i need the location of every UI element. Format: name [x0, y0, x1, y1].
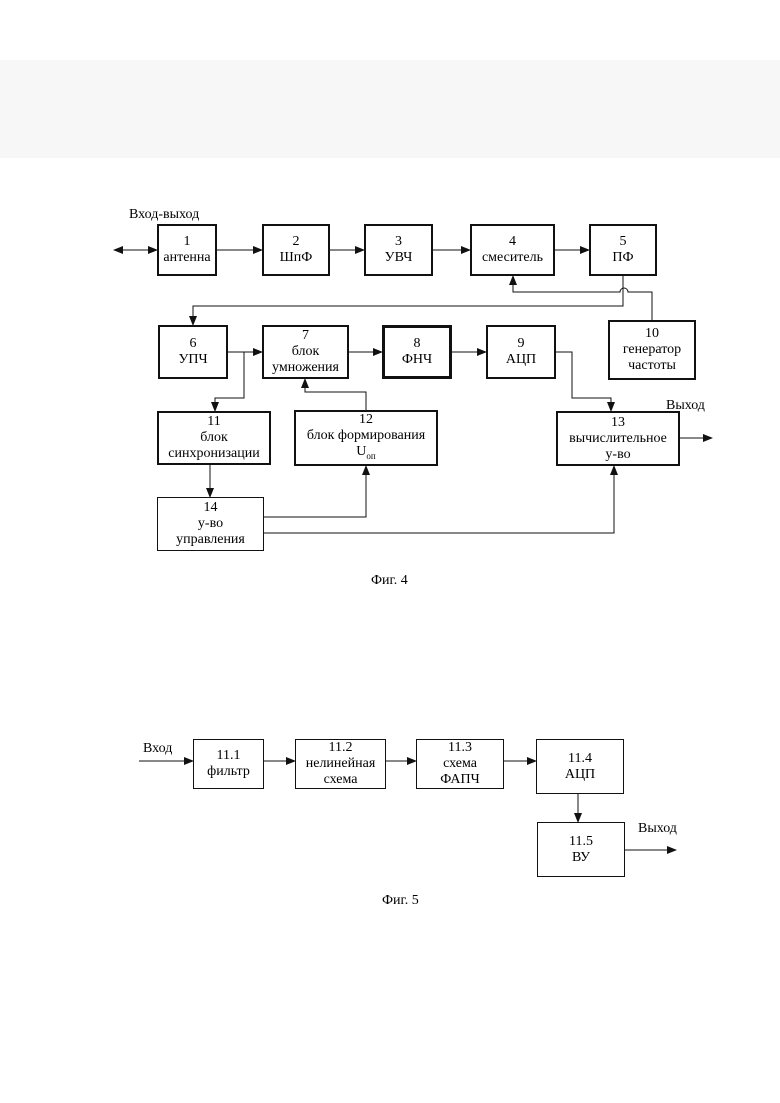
wire-10-4 [513, 276, 652, 320]
wire-12-7 [305, 379, 366, 410]
block-label: УВЧ [385, 250, 413, 266]
output-label: Выход [638, 821, 677, 837]
block-number: 13 [611, 415, 625, 431]
wire-14-12 [264, 466, 366, 517]
block-label: ШпФ [280, 250, 313, 266]
block-number: 8 [414, 336, 421, 352]
io-label: Вход-выход [129, 207, 199, 223]
voltage-symbol: U [356, 444, 366, 459]
block-antenna: 1 антенна [157, 224, 217, 276]
block-label: смеситель [482, 250, 543, 266]
block-label: фильтр [207, 764, 250, 780]
block-number: 12 [359, 412, 373, 428]
block-reference-voltage-former: 12 блок формирования Uоп [294, 410, 438, 466]
block-number: 11.1 [217, 748, 241, 764]
block-number: 14 [204, 500, 218, 516]
block-if-amplifier: 6 УПЧ [158, 325, 228, 379]
block-adc: 11.4 АЦП [536, 739, 624, 794]
block-number: 11.3 [448, 740, 472, 756]
block-label: генератор [623, 342, 681, 358]
block-number: 7 [302, 328, 309, 344]
block-label: умножения [272, 360, 339, 376]
block-number: 2 [293, 234, 300, 250]
block-filter: 11.1 фильтр [193, 739, 264, 789]
wire-9-13 [556, 352, 611, 411]
block-frequency-generator: 10 генератор частоты [608, 320, 696, 380]
block-label: УПЧ [178, 352, 207, 368]
block-label: частоты [628, 358, 676, 374]
block-number: 10 [645, 326, 659, 342]
block-adc: 9 АЦП [486, 325, 556, 379]
block-label: управления [176, 532, 245, 548]
block-number: 4 [509, 234, 516, 250]
block-multiplier: 7 блок умножения [262, 325, 349, 379]
figure-5-caption: Фиг. 5 [382, 893, 419, 909]
block-number: 3 [395, 234, 402, 250]
block-label: вычислительное [569, 431, 667, 447]
block-synchronization: 11 блок синхронизации [157, 411, 271, 465]
block-number: 11 [207, 414, 220, 430]
block-label: ВУ [572, 850, 590, 866]
block-label: схема [324, 772, 358, 788]
wire-14-13 [264, 466, 614, 533]
block-number: 11.5 [569, 834, 593, 850]
block-label: нелинейная [306, 756, 376, 772]
block-number: 1 [184, 234, 191, 250]
block-label: у-во [198, 516, 223, 532]
block-control-device: 14 у-во управления [157, 497, 264, 551]
block-number: 5 [620, 234, 627, 250]
block-number: 6 [190, 336, 197, 352]
input-label: Вход [143, 741, 172, 757]
block-pll: 11.3 схема ФАПЧ [416, 739, 504, 789]
block-label: ФНЧ [402, 352, 432, 368]
block-broadband-filter: 2 ШпФ [262, 224, 330, 276]
block-label: схема [443, 756, 477, 772]
block-label: блок [292, 344, 320, 360]
block-lowpass-filter: 8 ФНЧ [382, 325, 452, 379]
block-label: блок формирования [307, 428, 425, 444]
block-mixer: 4 смеситель [470, 224, 555, 276]
block-label: антенна [163, 250, 210, 266]
block-nonlinear-circuit: 11.2 нелинейная схема [295, 739, 386, 789]
block-label: у-во [605, 447, 630, 463]
block-label: ФАПЧ [440, 772, 480, 788]
wire-5-6 [193, 275, 623, 325]
block-bandpass-filter: 5 ПФ [589, 224, 657, 276]
block-number: 9 [518, 336, 525, 352]
block-label: ПФ [612, 250, 633, 266]
block-computing-unit: 11.5 ВУ [537, 822, 625, 877]
block-number: 11.4 [568, 751, 592, 767]
block-label: блок [200, 430, 228, 446]
block-label: АЦП [506, 352, 536, 368]
figure-4-caption: Фиг. 4 [371, 573, 408, 589]
block-label: синхронизации [168, 446, 259, 462]
block-rf-amplifier: 3 УВЧ [364, 224, 433, 276]
block-computing-device: 13 вычислительное у-во [556, 411, 680, 466]
block-label-voltage: Uоп [356, 444, 375, 464]
voltage-subscript: оп [366, 451, 375, 461]
block-label: АЦП [565, 767, 595, 783]
block-number: 11.2 [329, 740, 353, 756]
